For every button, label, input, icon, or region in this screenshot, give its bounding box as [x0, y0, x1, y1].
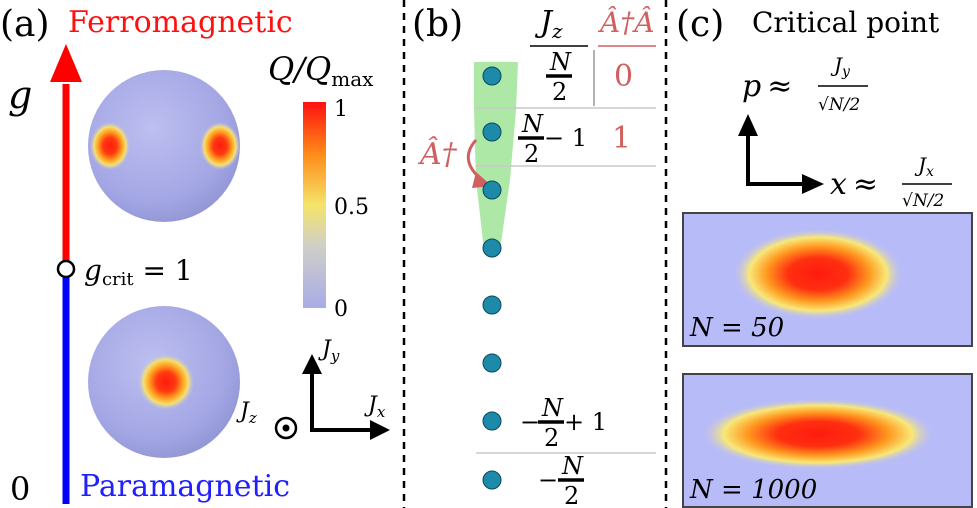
g-axis-label: g [8, 73, 32, 117]
row1-frac-den: 2 [552, 78, 567, 106]
panel-a-label: (a) [0, 4, 50, 45]
row8-frac-den: 2 [564, 482, 579, 508]
jz-dot [282, 424, 290, 432]
row8-prefix: − [538, 466, 558, 494]
colorbar-tick-1: 1 [334, 97, 348, 122]
row2-frac-num: N [521, 110, 544, 138]
g-axis-zero: 0 [10, 470, 30, 508]
n50-hotspot [732, 228, 904, 320]
ada-header: Â†Â [597, 6, 654, 39]
para-hotspot [138, 354, 194, 410]
jx-label: Jx [364, 393, 386, 421]
panel-b: (b) Jz Â†Â N 2 0 N 2 − 1 1 Â† [412, 4, 656, 508]
jx-arrowhead [370, 420, 390, 440]
panel-a: (a) Ferromagnetic g 0 gcrit = 1 Paramagn… [0, 4, 390, 508]
p-frac-num: Jy [830, 53, 851, 80]
ferromagnetic-label: Ferromagnetic [68, 5, 293, 40]
row7-suffix: + 1 [564, 408, 607, 436]
row7-frac-num: N [541, 394, 564, 422]
raising-operator-label: Â† [417, 136, 458, 172]
paramagnetic-label: Paramagnetic [80, 469, 290, 504]
distribution-box-n50: N = 50 [682, 212, 973, 347]
row8-frac-num: N [561, 452, 584, 480]
panel-c-label: (c) [676, 4, 724, 45]
state-dot [482, 180, 502, 200]
jy-arrowhead [302, 354, 322, 374]
colorbar-tick-0: 0 [334, 297, 348, 322]
state-dot [482, 122, 502, 142]
state-dot [482, 66, 502, 86]
n50-label: N = 50 [689, 313, 784, 343]
jz-label: Jz [236, 399, 257, 427]
state-dot [482, 353, 502, 373]
state-dot [482, 238, 502, 258]
state-dot [482, 411, 502, 431]
ferro-hotspot-left [90, 122, 130, 170]
panel-b-label: (b) [412, 4, 463, 45]
row1-occupation: 0 [614, 59, 633, 94]
para-sphere [88, 306, 240, 458]
occupied-band [474, 62, 518, 258]
x-frac-den: √N/2 [902, 191, 944, 211]
n1000-label: N = 1000 [689, 475, 817, 505]
p-arrowhead [738, 114, 758, 136]
n1000-hotspot [700, 398, 936, 470]
colorbar-tick-0-5: 0.5 [334, 195, 369, 220]
panel-c: (c) Critical point p≈ Jy √N/2 x≈ Jx √N/2… [676, 4, 973, 508]
row2-frac-den: 2 [524, 140, 539, 168]
state-dot [482, 470, 502, 490]
colorbar-title: Q/Qmax [268, 50, 374, 91]
x-arrowhead [802, 174, 824, 194]
ferro-axis-arrowhead [50, 44, 82, 82]
x-frac-num: Jx [914, 153, 934, 180]
jz-header: Jz [534, 5, 563, 43]
colorbar [303, 102, 326, 308]
g-crit-label: gcrit = 1 [84, 254, 193, 290]
row1-frac-num: N [549, 48, 572, 76]
jy-label: Jy [318, 337, 340, 365]
row7-frac-den: 2 [544, 424, 559, 452]
state-ladder [482, 66, 502, 490]
panel-c-title: Critical point [752, 6, 940, 39]
critical-point-marker [56, 259, 76, 279]
ferro-hotspot-right [200, 122, 240, 170]
state-dot [482, 295, 502, 315]
row2-occupation: 1 [612, 121, 631, 156]
row2-suffix: − 1 [544, 124, 587, 152]
row7-prefix: − [520, 408, 540, 436]
ferro-sphere [88, 70, 240, 222]
p-label: p≈ [742, 69, 792, 104]
x-label: x≈ [830, 167, 878, 202]
distribution-box-n1000: N = 1000 [682, 373, 973, 508]
p-frac-den: √N/2 [818, 95, 860, 115]
